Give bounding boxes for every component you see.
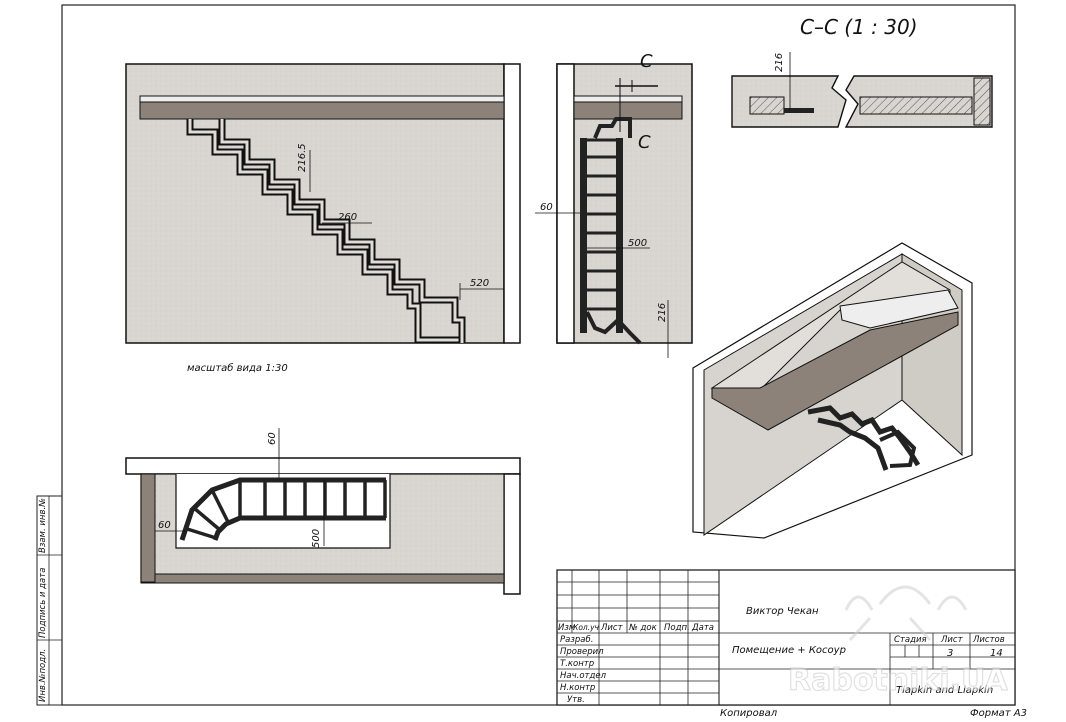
role-utv: Утв. (567, 695, 585, 705)
elevation-stringer-lower-inner (220, 119, 464, 343)
elevation-slab (139, 101, 505, 120)
header-podp: Подп. (664, 623, 690, 633)
header-list: Лист (600, 623, 624, 633)
sheets-total: 14 (990, 648, 1003, 659)
elevation-wall-end (503, 63, 521, 344)
section-mark-lower: С (638, 132, 651, 153)
side-slab (573, 101, 683, 120)
dim-frame-width: 60 (540, 202, 553, 213)
stage-label: Стадия (894, 635, 927, 645)
footer-copied: Копировал (720, 708, 778, 719)
view-scale-label: масштаб вида 1:30 (187, 362, 288, 374)
elevation-slab-top (139, 95, 505, 103)
dim-plan-top: 60 (267, 432, 278, 445)
side-stamp: Инв.№подл. Подпись и дата Взам. инв.№ (36, 495, 63, 706)
stamp-inv-podl: Инв.№подл. (38, 649, 48, 702)
watermark-text: Rabotniki.UA (788, 663, 1008, 698)
dim-plan-left: 60 (158, 520, 171, 531)
sheets-label: Листов (972, 635, 1005, 645)
role-nach-otdel: Нач.отдел (560, 671, 607, 681)
title-block: Изм Кол.уч Лист № док Подп. Дата Разраб.… (556, 569, 1016, 706)
dim-flight-width: 500 (628, 238, 647, 249)
organization-name: Tiapkin and Liapkin (896, 685, 993, 696)
side-elevation-view: С С 60 500 216 (535, 51, 693, 358)
dim-bottom-step: 216 (657, 303, 668, 322)
side-stringer-right (616, 138, 623, 333)
sheet-frame (61, 4, 1016, 706)
section-title: С–С (1 : 30) (800, 15, 918, 39)
dim-plan-width: 500 (311, 529, 322, 548)
author-name: Виктор Чекан (746, 606, 819, 617)
isometric-view (692, 242, 973, 539)
sheet-number: 3 (947, 648, 953, 659)
dim-section-height: 216 (774, 53, 785, 72)
side-stringer-left (580, 138, 587, 333)
role-razrab: Разраб. (560, 635, 593, 645)
footer-format: Формат А3 (970, 708, 1027, 719)
elevation-stringer-inner (188, 119, 460, 342)
helmet-icon (844, 585, 968, 642)
stamp-podpis-data: Подпись и дата (38, 568, 48, 638)
dim-tread: 260 (338, 212, 357, 223)
role-proveril: Проверил (560, 647, 604, 657)
section-mark-upper: С (640, 51, 653, 72)
header-data: Дата (691, 623, 714, 633)
role-t-kontr: Т.контр (560, 659, 594, 669)
watermark: Rabotniki.UA (787, 585, 1009, 699)
stamp-vzam-inv: Взам. инв.№ (38, 498, 48, 553)
front-elevation-view: 216.5 260 520 (125, 63, 521, 344)
sheet-label: Лист (940, 635, 964, 645)
document-name: Помещение + Косоур (732, 645, 846, 656)
header-n-dok: № док (628, 623, 658, 633)
dim-gap: 520 (470, 278, 489, 289)
plan-view: 60 60 500 (125, 428, 521, 595)
section-cc-view: 216 (731, 52, 993, 128)
side-wall-end (556, 63, 575, 344)
header-izm: Изм (558, 623, 576, 633)
role-n-kontr: Н.контр (560, 683, 595, 693)
side-rungs (587, 138, 616, 311)
plan-treads (183, 480, 387, 540)
header-kol-uch: Кол.уч (573, 623, 600, 632)
dim-riser: 216.5 (297, 143, 308, 172)
